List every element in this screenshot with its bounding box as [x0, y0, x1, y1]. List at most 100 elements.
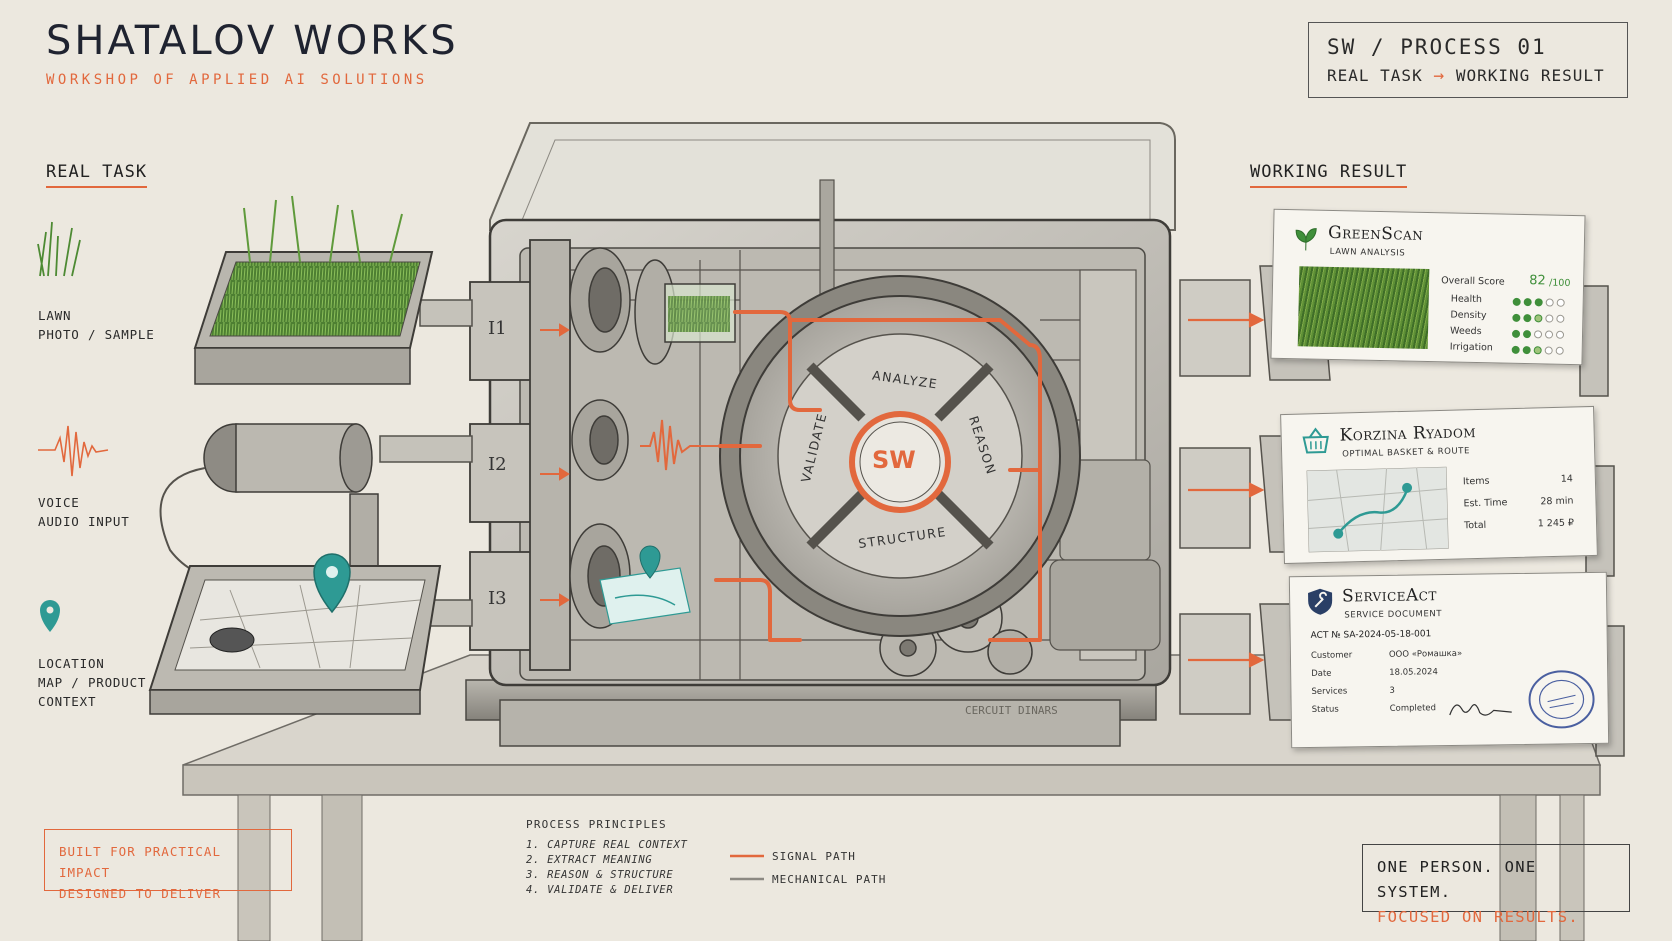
impact-line-1: BUILT FOR PRACTICAL IMPACT [59, 844, 221, 880]
principle-item: 1. CAPTURE REAL CONTEXT [526, 839, 688, 851]
signal-paths [714, 310, 1042, 642]
port-i2: I2 [488, 454, 507, 475]
tagline-line-1: ONE PERSON. ONE SYSTEM. [1377, 858, 1537, 901]
principle-item: 2. EXTRACT MEANING [526, 854, 653, 866]
korzina-row-value: 1 245 ₽ [1537, 517, 1575, 530]
rating-dot [1555, 346, 1564, 355]
principle-item: 3. REASON & STRUCTURE [526, 869, 674, 881]
serviceact-row-label: Date [1311, 668, 1332, 679]
principle-item: 4. VALIDATE & DELIVER [526, 884, 674, 896]
korzina-title: Korzina Ryadom [1339, 422, 1477, 446]
rating-dot [1523, 298, 1532, 307]
serviceact-row-value: ООО «Ромашка» [1388, 648, 1463, 660]
rating-dot [1545, 314, 1554, 323]
card-serviceact: ServiceAct SERVICE DOCUMENT ACT № SA-202… [1288, 571, 1610, 749]
tagline-box: ONE PERSON. ONE SYSTEM. FOCUSED ON RESUL… [1362, 844, 1630, 926]
serviceact-row-label: Status [1311, 704, 1339, 715]
korzina-row-label: Total [1463, 519, 1487, 532]
rating-dot [1533, 346, 1542, 355]
port-i1: I1 [488, 318, 507, 339]
map-tray [148, 553, 442, 715]
stamp-seal [1528, 670, 1595, 729]
rating-dot [1556, 298, 1565, 307]
greenscan-subtitle: LAWN ANALYSIS [1329, 246, 1406, 259]
tagline-line-2: FOCUSED ON RESULTS. [1377, 908, 1580, 926]
port-i3: I3 [488, 588, 507, 609]
greenscan-metric-label: Health [1450, 293, 1483, 306]
korzina-row-label: Est. Time [1463, 497, 1508, 510]
rating-dot [1555, 330, 1565, 339]
rating-dot [1533, 330, 1543, 339]
rating-dot [1534, 298, 1543, 307]
rating-dot [1522, 345, 1531, 355]
port-blocks [469, 239, 571, 671]
korzina-subtitle: OPTIMAL BASKET & ROUTE [1342, 446, 1471, 460]
rating-dot [1544, 330, 1554, 339]
core-disc [719, 275, 1081, 637]
impact-line-2: DESIGNED TO DELIVER [59, 886, 221, 901]
serviceact-row-value: 18.05.2024 [1389, 667, 1438, 678]
legend-signal: SIGNAL PATH [772, 850, 856, 863]
brand-title: SHATALOV WORKS [46, 18, 459, 64]
lawn-tray [193, 195, 434, 385]
rating-dot [1545, 298, 1554, 307]
rating-dot [1512, 313, 1521, 322]
greenscan-metric-label: Weeds [1449, 325, 1482, 338]
input-voice-label: VOICE AUDIO INPUT [38, 495, 130, 529]
card-greenscan: GreenScan LAWN ANALYSIS Overall Score 82… [1270, 208, 1586, 366]
principles-title: PROCESS PRINCIPLES [526, 818, 667, 831]
location-pin-icon [40, 600, 60, 632]
brand-subtitle: WORKSHOP OF APPLIED AI SOLUTIONS [46, 72, 428, 88]
card-korzina: Korzina Ryadom OPTIMAL BASKET & ROUTE It… [1280, 405, 1598, 565]
waveform-icon [38, 425, 109, 477]
lawn-photo [1297, 266, 1430, 350]
basket-icon [1302, 427, 1329, 454]
rating-dot [1512, 297, 1521, 306]
greenscan-metric-label: Irrigation [1449, 341, 1493, 354]
section-working-result: WORKING RESULT [1250, 162, 1408, 188]
greenscan-score-max: /100 [1548, 277, 1571, 289]
serviceact-row-value: Completed [1389, 703, 1437, 714]
process-flow: REAL TASK → WORKING RESULT [1327, 65, 1609, 86]
rating-dot [1523, 314, 1532, 323]
korzina-row-value: 28 min [1540, 495, 1574, 508]
serviceact-title: ServiceAct [1341, 585, 1438, 607]
route-map [1306, 466, 1449, 553]
greenscan-title: GreenScan [1327, 222, 1424, 245]
legend-mechanical: MECHANICAL PATH [772, 873, 887, 886]
rating-dot [1511, 329, 1521, 338]
rating-dot [1511, 345, 1520, 354]
microphone [159, 423, 379, 581]
serviceact-subtitle: SERVICE DOCUMENT [1344, 609, 1443, 621]
process-to: WORKING RESULT [1455, 66, 1605, 85]
process-title: SW / PROCESS 01 [1327, 35, 1547, 59]
serviceact-row-value: 3 [1389, 685, 1395, 696]
rating-dot [1544, 346, 1553, 355]
greenscan-metric-label: Density [1450, 309, 1487, 322]
wrench-shield-icon [1308, 588, 1333, 615]
svg-text:CERCUIT DINARS: CERCUIT DINARS [965, 704, 1058, 717]
impact-box: BUILT FOR PRACTICAL IMPACT DESIGNED TO D… [44, 829, 292, 901]
rating-dot [1534, 314, 1543, 323]
rating-dot [1556, 314, 1565, 323]
korzina-row-value: 14 [1560, 473, 1574, 485]
greenscan-score-value: 82 [1528, 273, 1546, 289]
process-principles: PROCESS PRINCIPLES 1. CAPTURE REAL CONTE… [526, 817, 688, 898]
input-location-label: LOCATION MAP / PRODUCT CONTEXT [38, 656, 147, 709]
serviceact-act-no: ACT № SA-2024-05-18-001 [1310, 629, 1432, 641]
process-from: REAL TASK [1327, 66, 1423, 85]
korzina-row-label: Items [1462, 475, 1490, 488]
rating-dot [1522, 330, 1532, 339]
grass-icon [37, 221, 81, 277]
process-box: SW / PROCESS 01 REAL TASK → WORKING RESU… [1308, 22, 1628, 98]
arrow-right-icon: → [1433, 65, 1446, 86]
section-real-task: REAL TASK [46, 162, 148, 188]
serviceact-row-label: Services [1311, 686, 1348, 697]
leaf-icon [1295, 228, 1317, 251]
signature [1449, 704, 1512, 716]
serviceact-row-label: Customer [1310, 650, 1353, 661]
core-center-label: SW [872, 446, 916, 474]
greenscan-score-label: Overall Score [1441, 275, 1505, 288]
input-lawn-label: LAWN PHOTO / SAMPLE [38, 308, 155, 342]
